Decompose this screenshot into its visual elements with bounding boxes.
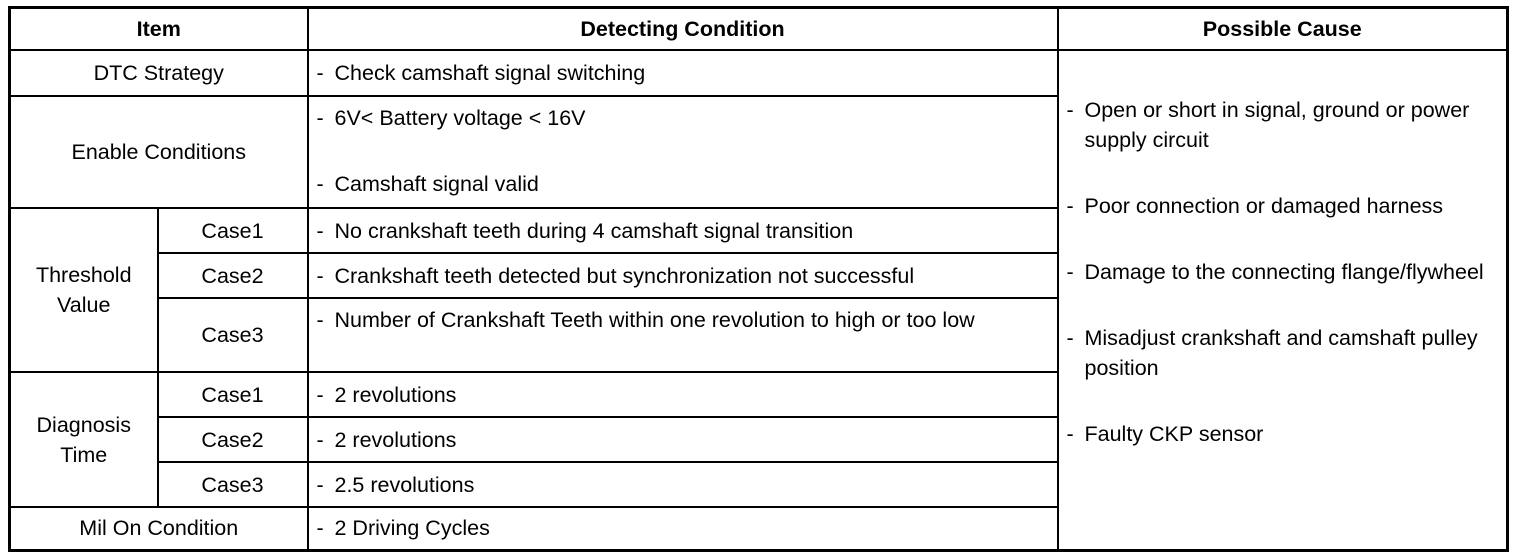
dash-marker: - <box>1066 260 1074 284</box>
condition-dtc-strategy: -Check camshaft signal switching <box>306 49 1059 97</box>
possible-cause-cell: -Open or short in signal, ground or powe… <box>1056 49 1509 551</box>
item-enable-conditions: Enable Conditions <box>8 95 309 209</box>
dash-marker: - <box>1066 422 1074 446</box>
cause-item: -Open or short in signal, ground or powe… <box>1067 95 1501 155</box>
item-mil-on-condition: Mil On Condition <box>8 506 309 551</box>
row-threshold-case1: Threshold Value Case1 -No crankshaft tee… <box>8 207 1508 373</box>
row-threshold-case3: Case3 -Number of Crankshaft Teeth within… <box>10 297 1508 373</box>
dash-marker: - <box>1066 194 1074 218</box>
dash-marker: - <box>1066 98 1074 122</box>
condition-enable-conditions: -6V< Battery voltage < 16V -Camshaft sig… <box>306 95 1059 209</box>
cause-item: -Faulty CKP sensor <box>1067 419 1501 449</box>
row-dtc-strategy: DTC Strategy -Check camshaft signal swit… <box>8 49 1509 551</box>
row-mil-on-condition: Mil On Condition -2 Driving Cycles <box>8 506 1508 551</box>
dash-marker: - <box>316 308 324 332</box>
cause-text: Damage to the connecting flange/flywheel <box>1084 260 1484 284</box>
row-diagnosis-case2: Case2 -2 revolutions <box>10 416 1508 463</box>
dash-marker: - <box>316 218 324 243</box>
condition-mil-on: -2 Driving Cycles <box>306 506 1059 551</box>
case-label: Case1 <box>156 371 309 418</box>
row-diagnosis-case1: Diagnosis Time Case1 -2 revolutions <box>8 371 1508 508</box>
condition-text: No crankshaft teeth during 4 camshaft si… <box>334 218 854 243</box>
dtc-spec-table: Item Detecting Condition Possible Cause … <box>8 6 1509 552</box>
spec-table-container: Item Detecting Condition Possible Cause … <box>8 6 1509 552</box>
dash-marker: - <box>316 172 324 196</box>
condition-threshold-case2: -Crankshaft teeth detected but synchroni… <box>306 252 1059 299</box>
condition-text: Number of Crankshaft Teeth within one re… <box>334 308 975 332</box>
cause-text: Open or short in signal, ground or power… <box>1084 98 1470 152</box>
cause-text: Faulty CKP sensor <box>1084 422 1264 446</box>
dash-marker: - <box>1066 326 1074 350</box>
cause-text: Poor connection or damaged harness <box>1084 194 1444 218</box>
case-label: Case3 <box>156 461 309 508</box>
dash-marker: - <box>316 382 324 407</box>
condition-diagnosis-case2: -2 revolutions <box>306 416 1059 463</box>
cause-item: -Damage to the connecting flange/flywhee… <box>1067 257 1501 287</box>
case-label: Case2 <box>156 252 309 299</box>
header-row: Item Detecting Condition Possible Cause <box>8 6 1509 51</box>
condition-diagnosis-case3: -2.5 revolutions <box>306 461 1059 508</box>
cause-text: Misadjust crankshaft and camshaft pulley… <box>1084 326 1478 380</box>
condition-threshold-case3: -Number of Crankshaft Teeth within one r… <box>306 297 1059 373</box>
cause-item: -Poor connection or damaged harness <box>1067 191 1501 221</box>
dash-marker: - <box>316 472 324 497</box>
condition-text: 2 revolutions <box>334 382 457 407</box>
item-threshold-value: Threshold Value <box>8 207 159 373</box>
header-possible-cause: Possible Cause <box>1056 6 1509 51</box>
condition-text: 6V< Battery voltage < 16V <box>334 106 586 130</box>
header-detecting-condition: Detecting Condition <box>306 6 1059 51</box>
dash-marker: - <box>316 61 324 85</box>
case-label: Case3 <box>156 297 309 373</box>
condition-text: 2 Driving Cycles <box>334 516 490 541</box>
dash-marker: - <box>316 263 324 288</box>
condition-threshold-case1: -No crankshaft teeth during 4 camshaft s… <box>306 207 1059 254</box>
condition-text: Crankshaft teeth detected but synchroniz… <box>334 263 915 288</box>
case-label: Case1 <box>156 207 309 254</box>
row-diagnosis-case3: Case3 -2.5 revolutions <box>10 461 1508 508</box>
dash-marker: - <box>316 106 324 130</box>
header-item: Item <box>8 6 309 51</box>
condition-diagnosis-case1: -2 revolutions <box>306 371 1059 418</box>
dash-marker: - <box>316 427 324 452</box>
dash-marker: - <box>316 516 324 541</box>
condition-text: Check camshaft signal switching <box>334 61 646 85</box>
cause-item: -Misadjust crankshaft and camshaft pulle… <box>1067 323 1501 383</box>
case-label: Case2 <box>156 416 309 463</box>
condition-text: 2 revolutions <box>334 427 457 452</box>
condition-text: 2.5 revolutions <box>334 472 475 497</box>
row-enable-conditions: Enable Conditions -6V< Battery voltage <… <box>8 95 1508 209</box>
item-diagnosis-time: Diagnosis Time <box>8 371 159 508</box>
item-dtc-strategy: DTC Strategy <box>8 49 309 97</box>
row-threshold-case2: Case2 -Crankshaft teeth detected but syn… <box>10 252 1508 299</box>
condition-text: Camshaft signal valid <box>334 172 539 196</box>
